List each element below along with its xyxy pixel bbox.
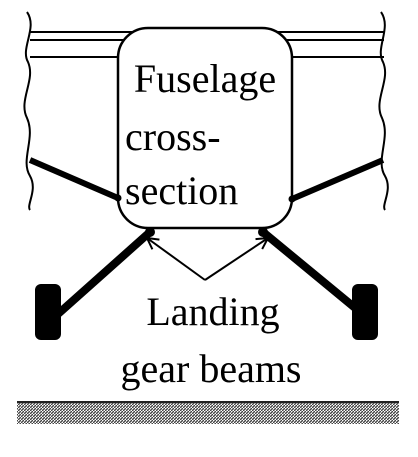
gear-label-line1: Landing: [146, 289, 279, 334]
right-upper-strut: [290, 157, 385, 202]
fuselage-label-line1: Fuselage: [134, 56, 276, 101]
fuselage-label-line3: section: [125, 168, 238, 213]
right-beam-pivot: [258, 227, 268, 237]
right-wheel: [352, 284, 378, 340]
right-landing-gear-beam: [259, 228, 364, 316]
fuselage-label-line2: cross-: [125, 114, 221, 159]
right-pointer-arrow: [204, 238, 268, 281]
left-wheel: [35, 284, 61, 340]
left-beam-pivot: [145, 227, 155, 237]
ground: [17, 402, 399, 424]
left-upper-strut-joint: [114, 194, 122, 202]
left-break-line: [23, 11, 34, 211]
left-upper-strut: [28, 157, 120, 201]
left-landing-gear-beam: [54, 228, 154, 318]
fuselage-cross-section: [116, 26, 294, 230]
left-pointer-arrow: [147, 238, 206, 281]
gear-label-line2: gear beams: [120, 346, 301, 391]
right-break-line: [378, 11, 389, 211]
right-upper-strut-joint: [288, 195, 296, 203]
